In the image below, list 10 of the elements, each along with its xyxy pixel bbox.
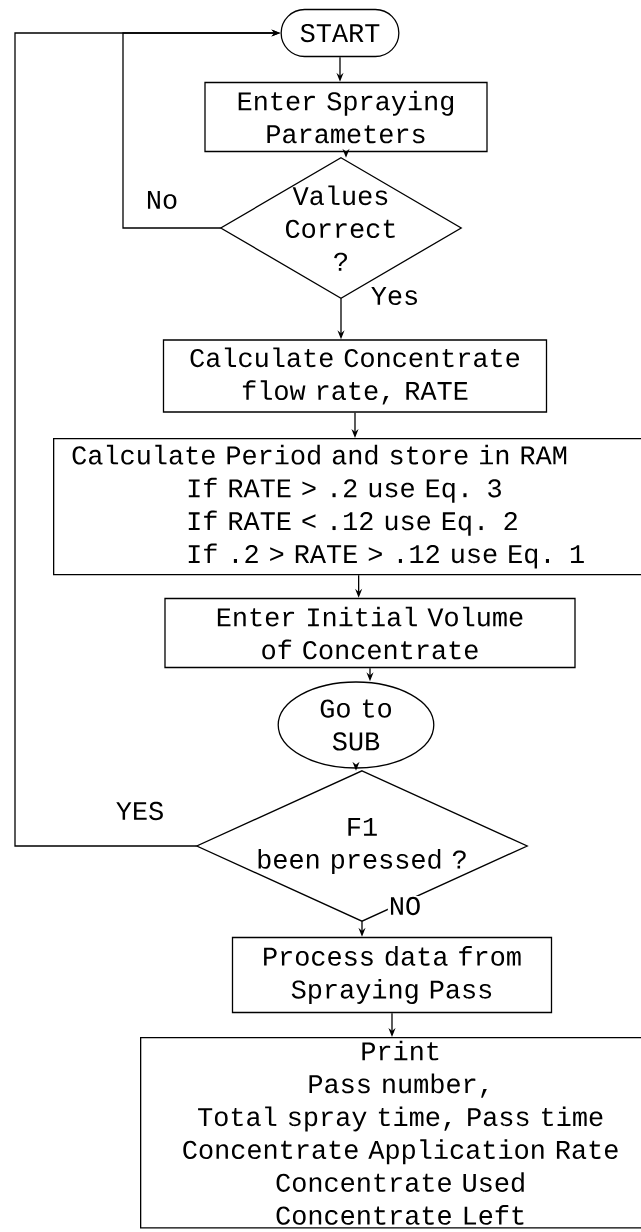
process-box: Print Pass number, Total spray time, Pass time Concentrate Application Rate Concentrate Used Concentrate Left	[140, 1037, 641, 1229]
process-box: Enter Spraying Parameters	[204, 81, 488, 153]
process-box: Process data from Spraying Pass	[231, 936, 553, 1014]
edge-label: NO	[387, 895, 423, 917]
edge-label: No	[144, 190, 180, 210]
process-box: Calculate Concentrate flow rate, RATE	[162, 339, 548, 413]
process-box: Calculate Period and store in RAM If RATE > .2 use Eq. 3 If RATE < .12 use Eq. 2 If .2 > RATE > .12 use Eq. 1	[53, 438, 641, 576]
start-terminal: START	[280, 8, 400, 58]
edge-label: YES	[114, 800, 166, 822]
process-box: Enter Initial Volume of Concentrate	[164, 597, 576, 669]
